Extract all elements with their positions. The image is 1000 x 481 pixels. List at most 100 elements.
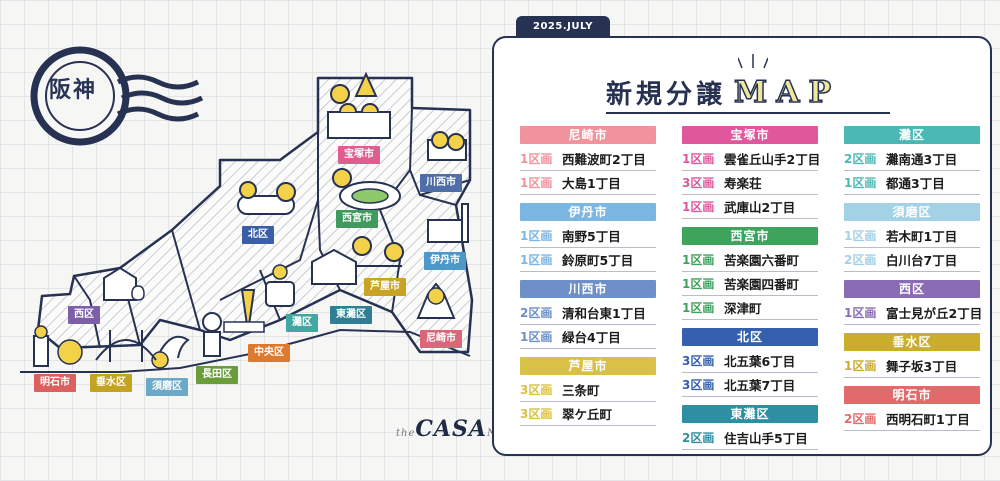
place-name: 西明石町1丁目 (886, 412, 970, 427)
place-name: 灘南通3丁目 (886, 152, 958, 167)
listing-row: 3区画三条町 (520, 378, 656, 402)
place-name: 北五葉7丁目 (724, 378, 796, 393)
higashinada-house-icon (311, 248, 357, 285)
lot-count: 2区画 (682, 431, 715, 445)
lot-count: 2区画 (844, 152, 877, 166)
area-header: 明石市 (844, 386, 980, 404)
lot-count: 3区画 (520, 383, 553, 397)
listing-row: 2区画住吉山手5丁目 (682, 426, 818, 450)
place-name: 苦楽園六番町 (724, 253, 800, 268)
map-label-nishinomiya: 西宮市 (336, 210, 378, 228)
map-label-akashi: 明石市 (34, 374, 76, 392)
title-en: MAP (733, 74, 841, 111)
area-section: 西区 1区画富士見が丘2丁目 (844, 280, 983, 325)
lot-count: 1区画 (520, 176, 553, 190)
akashi-bridge-icon (95, 330, 157, 362)
map-label-chuo: 中央区 (248, 344, 290, 362)
area-header: 西区 (844, 280, 980, 298)
nagata-robot-icon (202, 312, 222, 357)
place-name: 緑台4丁目 (562, 330, 621, 345)
listing-row: 3区画北五葉7丁目 (682, 373, 818, 397)
amagasaki-castle-icon (416, 282, 456, 319)
map-label-higashinada: 東灘区 (330, 306, 372, 324)
place-name: 南野5丁目 (562, 229, 621, 244)
port-tower-icon (223, 289, 265, 333)
listing-row: 3区画翠ケ丘町 (520, 402, 656, 426)
place-name: 苦楽園四番町 (724, 277, 800, 292)
place-name: 西難波町2丁目 (562, 152, 646, 167)
lot-count: 2区画 (844, 253, 877, 267)
place-name: 三条町 (562, 383, 600, 398)
listing-row: 1区画南野5丁目 (520, 224, 656, 248)
kawanishi-tree-icon (427, 131, 467, 161)
listing-row: 3区画寿楽荘 (682, 171, 818, 195)
lot-count: 3区画 (682, 354, 715, 368)
listing-row: 1区画若木町1丁目 (844, 224, 980, 248)
listing-row: 1区画緑台4丁目 (520, 325, 656, 349)
panel-title: 新規分譲 MAP (606, 72, 890, 112)
area-header: 宝塚市 (682, 126, 818, 144)
area-header: 伊丹市 (520, 203, 656, 221)
area-header: 芦屋市 (520, 357, 656, 375)
lot-count: 3区画 (520, 407, 553, 421)
area-section: 須磨区 1区画若木町1丁目 2区画白川台7丁目 (844, 203, 980, 272)
place-name: 武庫山2丁目 (724, 200, 796, 215)
lot-count: 1区画 (682, 200, 715, 214)
suma-dolphin-icon (151, 335, 190, 369)
listing-row: 2区画西明石町1丁目 (844, 407, 980, 431)
lot-count: 1区画 (520, 253, 553, 267)
listing-row: 1区画都通3丁目 (844, 171, 980, 195)
area-header: 灘区 (844, 126, 980, 144)
akashi-clocktower-icon (33, 325, 83, 367)
lot-count: 1区画 (682, 277, 715, 291)
map-label-kita: 北区 (242, 226, 274, 244)
logo-brand: CASA (415, 416, 487, 442)
area-header: 川西市 (520, 280, 656, 298)
area-header: 北区 (682, 328, 818, 346)
lot-count: 1区画 (520, 330, 553, 344)
logo-prefix: the (396, 428, 416, 439)
place-name: 深津町 (724, 301, 762, 316)
listing-row: 1区画苦楽園四番町 (682, 272, 818, 296)
lot-count: 1区画 (844, 176, 877, 190)
listing-row: 1区画大島1丁目 (520, 171, 656, 195)
place-name: 鈴原町5丁目 (562, 253, 634, 268)
map-label-nagata: 長田区 (196, 366, 238, 384)
map-label-itami: 伊丹市 (424, 252, 466, 270)
lot-count: 1区画 (520, 152, 553, 166)
listing-row: 1区画武庫山2丁目 (682, 195, 818, 219)
map-label-ashiya: 芦屋市 (364, 278, 406, 296)
listing-row: 1区画鈴原町5丁目 (520, 248, 656, 272)
place-name: 白川台7丁目 (886, 253, 958, 268)
listing-row: 1区画深津町 (682, 296, 818, 320)
listing-row: 1区画雲雀丘山手2丁目 (682, 147, 820, 171)
place-name: 舞子坂3丁目 (886, 359, 958, 374)
area-header: 東灘区 (682, 405, 818, 423)
lot-count: 1区画 (844, 306, 877, 320)
place-name: 若木町1丁目 (886, 229, 958, 244)
listing-row: 3区画北五葉6丁目 (682, 349, 818, 373)
place-name: 都通3丁目 (886, 176, 945, 191)
place-name: 大島1丁目 (562, 176, 621, 191)
place-name: 清和台東1丁目 (562, 306, 646, 321)
lot-count: 1区画 (682, 152, 715, 166)
listing-row: 1区画西難波町2丁目 (520, 147, 656, 171)
area-header: 西宮市 (682, 227, 818, 245)
area-header: 須磨区 (844, 203, 980, 221)
place-name: 富士見が丘2丁目 (886, 306, 983, 321)
listing-row: 1区画富士見が丘2丁目 (844, 301, 983, 325)
map-label-suma: 須磨区 (146, 378, 188, 396)
area-section: 東灘区 2区画住吉山手5丁目 (682, 405, 818, 450)
place-name: 住吉山手5丁目 (724, 431, 808, 446)
